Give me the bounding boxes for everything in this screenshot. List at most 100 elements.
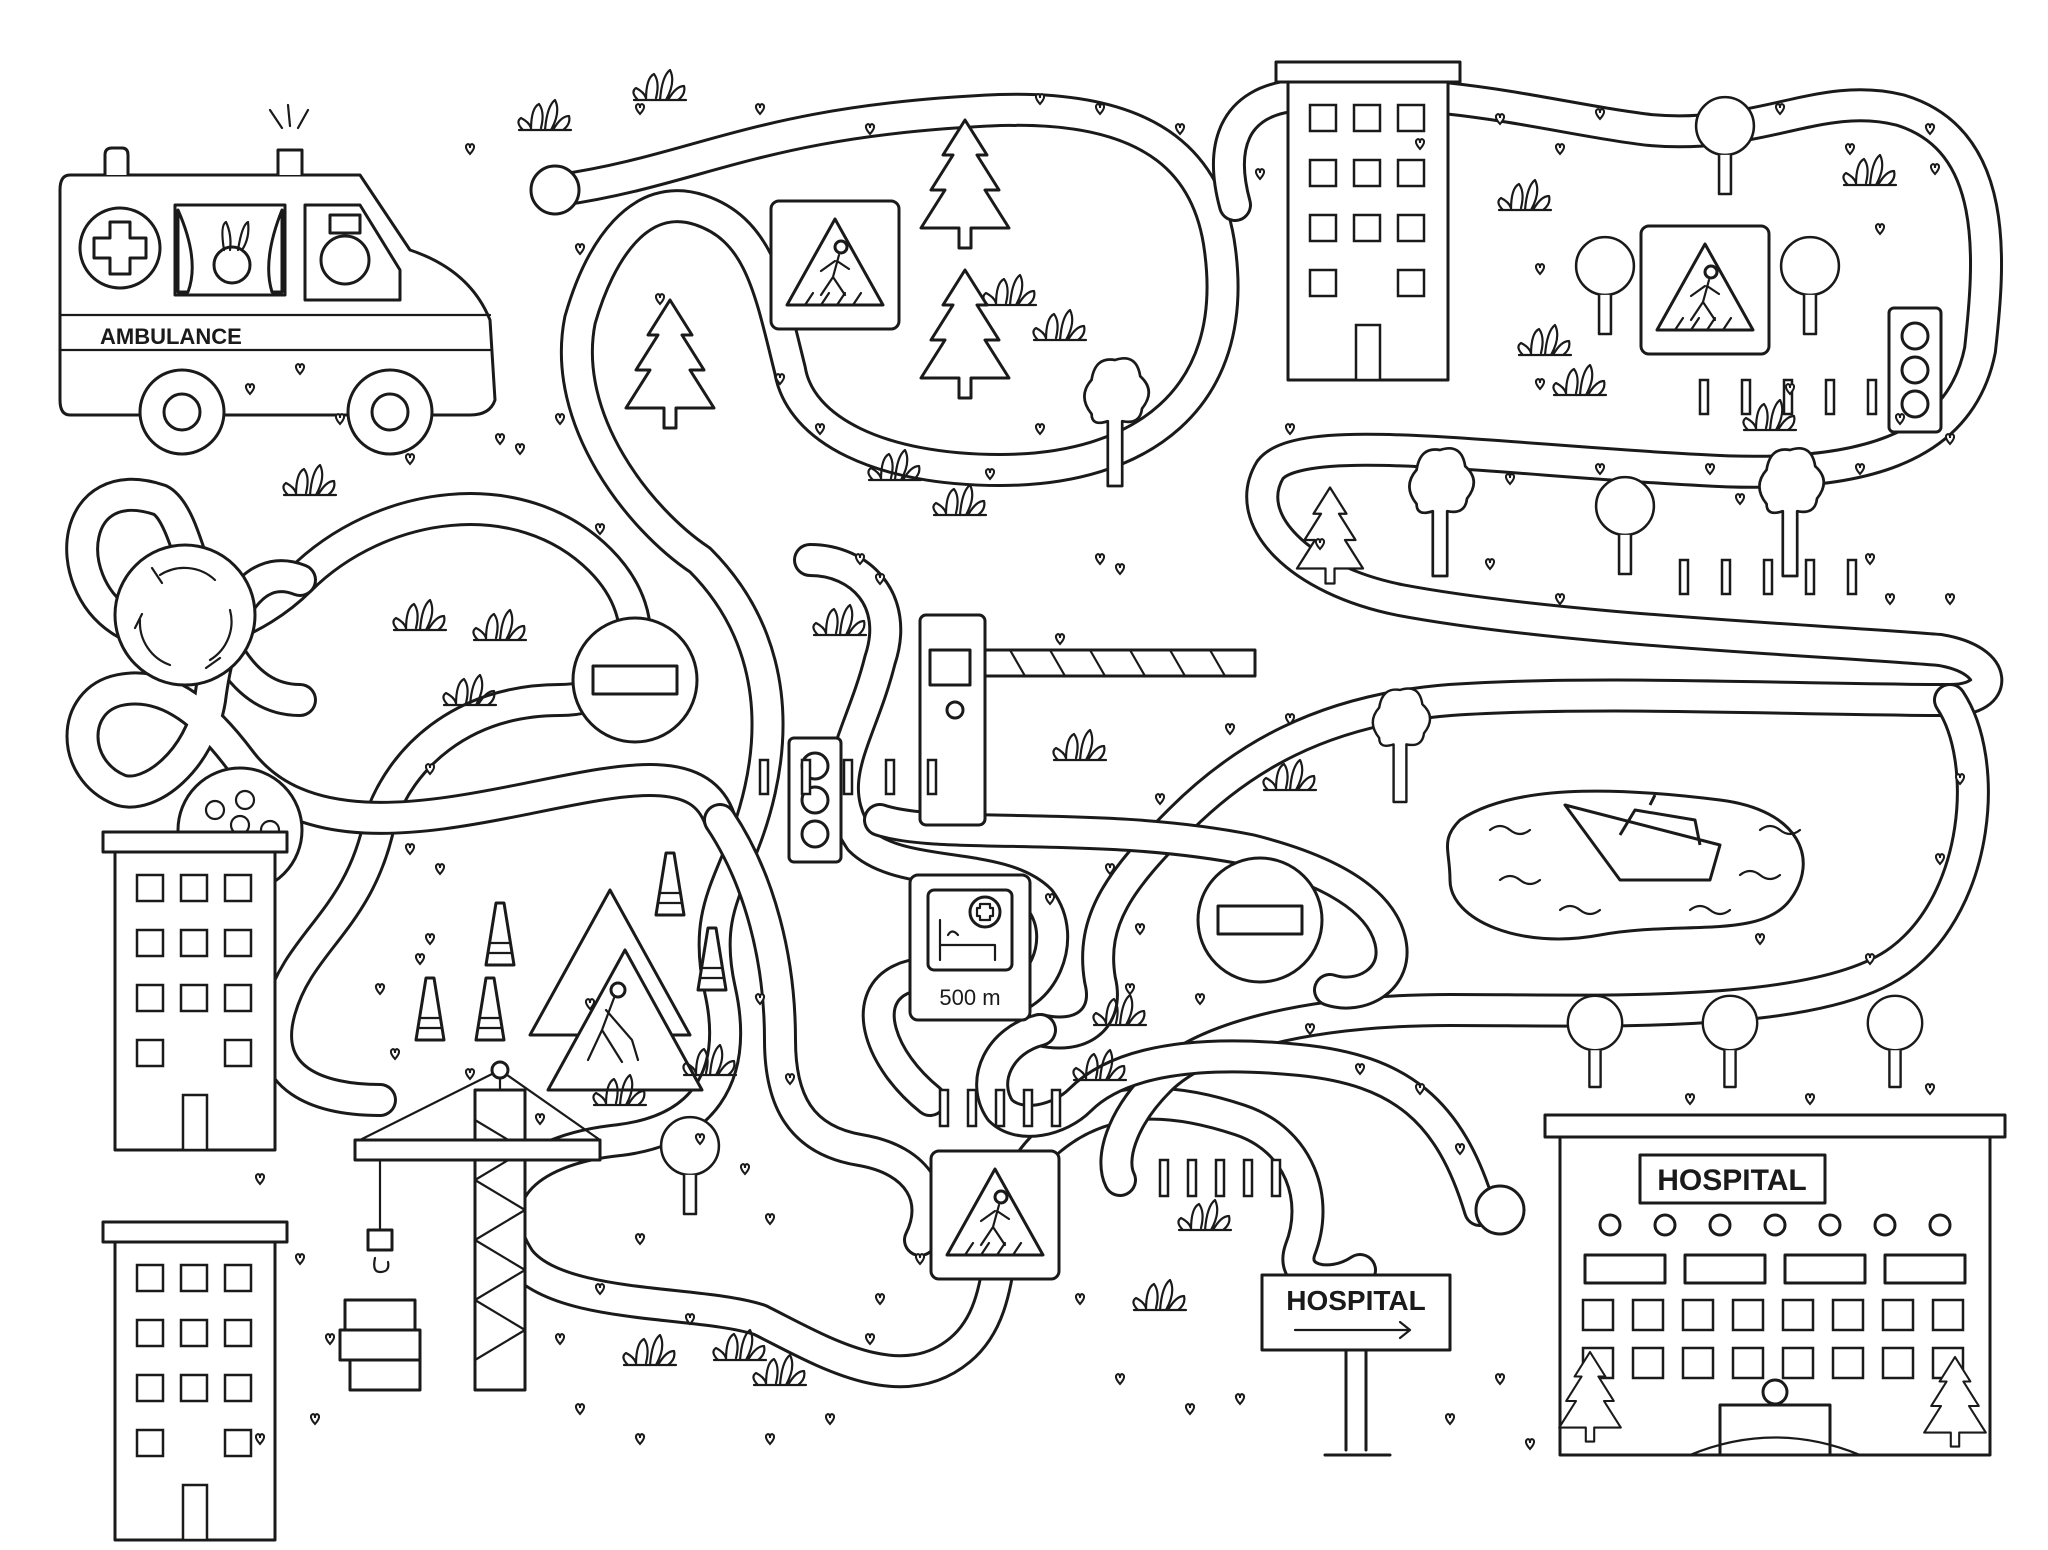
heart-icon <box>634 1233 646 1245</box>
grass-icon <box>982 273 1038 307</box>
heart-icon <box>1234 1393 1246 1405</box>
heart-icon <box>1094 553 1106 565</box>
round-tree-icon <box>1594 475 1656 576</box>
heart-icon <box>1154 793 1166 805</box>
round-tree-icon <box>1566 994 1624 1089</box>
heart-icon <box>404 453 416 465</box>
window <box>223 1373 253 1403</box>
window <box>223 983 253 1013</box>
crosswalk-stripe <box>1846 558 1858 596</box>
heart-icon <box>424 933 436 945</box>
hospital-direction-sign: HOSPITAL <box>1260 1273 1452 1457</box>
hospital-building-label: HOSPITAL <box>1657 1164 1806 1197</box>
heart-icon <box>864 1333 876 1345</box>
crosswalk-stripe <box>884 758 896 796</box>
window <box>135 1428 165 1458</box>
window <box>1396 103 1426 133</box>
grass-icon <box>517 98 573 132</box>
window <box>135 1373 165 1403</box>
decorations <box>135 68 1987 1542</box>
window <box>135 928 165 958</box>
heart-icon <box>1174 123 1186 135</box>
round-tree-icon <box>659 1115 721 1216</box>
crosswalk-stripe <box>1242 1158 1254 1198</box>
bush-tree-icon <box>1371 687 1432 804</box>
window <box>1396 268 1426 298</box>
traffic-cone-icon <box>484 901 516 967</box>
heart-icon <box>1924 1083 1936 1095</box>
heart-icon <box>764 1213 776 1225</box>
brick-pile-icon <box>338 1328 422 1362</box>
heart-icon <box>554 413 566 425</box>
heart-icon <box>1054 633 1066 645</box>
construction-crane-icon <box>338 1060 602 1392</box>
heart-icon <box>464 1068 476 1080</box>
heart-icon <box>1804 1093 1816 1105</box>
crosswalk-stripe <box>938 1088 950 1128</box>
window <box>1681 1346 1715 1380</box>
grass-icon <box>1132 1278 1188 1312</box>
wave-icon <box>1558 904 1602 916</box>
heart-icon <box>1444 1413 1456 1425</box>
grass-icon <box>472 608 528 642</box>
heart-icon <box>294 1253 306 1265</box>
window <box>223 928 253 958</box>
pedestrian-crossing-sign-icon <box>769 199 901 331</box>
crosswalk-stripe <box>1022 1088 1034 1128</box>
heart-icon <box>1184 1403 1196 1415</box>
road-works-sign-icon <box>528 888 704 1092</box>
window <box>223 1038 253 1068</box>
door <box>1354 323 1382 382</box>
grass-icon <box>1842 153 1898 187</box>
crosswalk-stripe <box>1762 558 1774 596</box>
ambulance: AMBULANCE <box>58 103 497 456</box>
heart-icon <box>739 1163 751 1175</box>
medical-cross-icon <box>968 895 1002 929</box>
heart-icon <box>1844 143 1856 155</box>
crosswalk-stripe <box>1804 558 1816 596</box>
round-tree-icon <box>1701 994 1759 1089</box>
bush-tree-icon <box>1758 446 1826 578</box>
window <box>1308 103 1338 133</box>
heart-icon <box>594 523 606 535</box>
grass-icon <box>1177 1198 1233 1232</box>
ambulance-label: AMBULANCE <box>100 324 242 349</box>
maze-paths[interactable] <box>65 76 2004 1389</box>
heart-icon <box>754 103 766 115</box>
wave-icon <box>1758 824 1802 836</box>
window <box>1581 1298 1615 1332</box>
maze-start-dot[interactable] <box>529 164 581 216</box>
window <box>1881 1298 1915 1332</box>
window <box>135 1263 165 1293</box>
maze-goal-dot[interactable] <box>1474 1184 1526 1236</box>
heart-icon <box>414 953 426 965</box>
wave-icon <box>1488 824 1532 836</box>
bush-tree-icon <box>1408 446 1476 578</box>
heart-icon <box>1284 423 1296 435</box>
window <box>179 983 209 1013</box>
heart-icon <box>254 1173 266 1185</box>
heart-icon <box>1114 1373 1126 1385</box>
traffic-cone-icon <box>654 851 686 917</box>
heart-icon <box>1194 993 1206 1005</box>
hospital-sign-label: HOSPITAL <box>1286 1285 1425 1316</box>
grass-icon <box>1032 308 1088 342</box>
door <box>181 1483 209 1542</box>
grass-icon <box>1517 323 1573 357</box>
arrow-right-icon <box>1293 1320 1412 1340</box>
crosswalk-stripe <box>1186 1158 1198 1198</box>
no-entry-sign-icon <box>571 616 699 744</box>
heart-icon <box>1864 553 1876 565</box>
no-entry-sign-icon <box>1196 856 1324 984</box>
heart-icon <box>1484 558 1496 570</box>
grass-icon <box>392 598 448 632</box>
heart-icon <box>874 1293 886 1305</box>
window <box>223 1428 253 1458</box>
crosswalk-stripe <box>1720 558 1732 596</box>
traffic-light-icon <box>787 736 843 864</box>
crosswalk-stripe <box>1158 1158 1170 1198</box>
window <box>179 1318 209 1348</box>
wave-icon <box>1688 904 1732 916</box>
window <box>1831 1346 1865 1380</box>
